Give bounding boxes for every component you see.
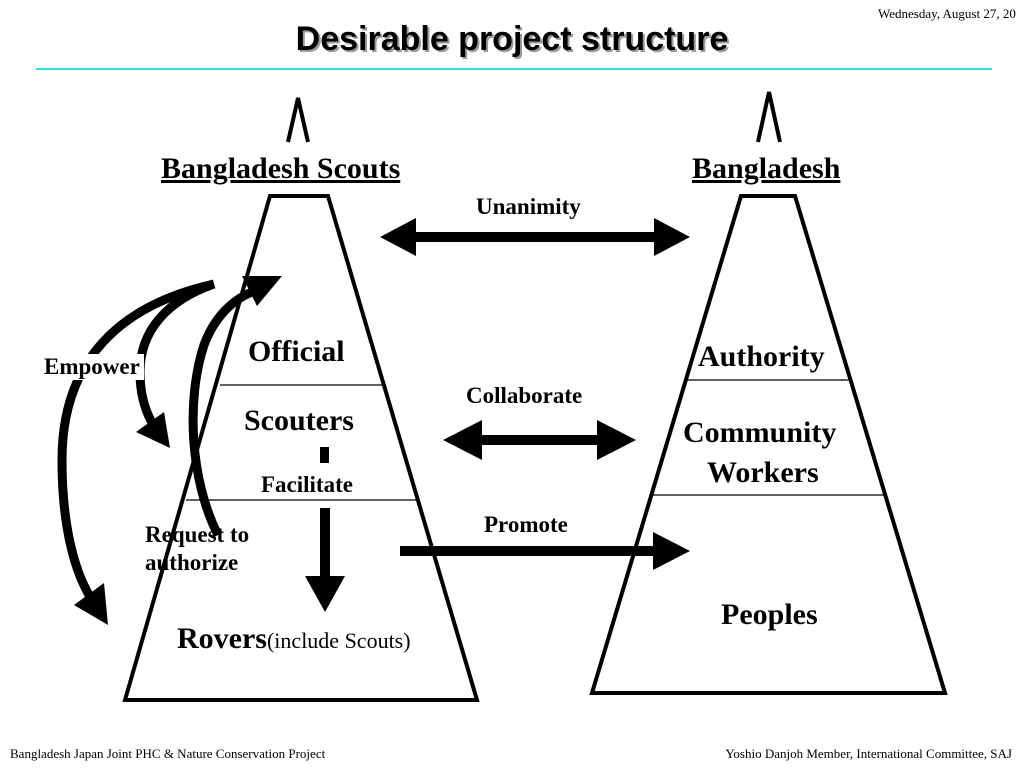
unanimity-arrow-right-head bbox=[654, 218, 690, 256]
rovers-label: Rovers bbox=[177, 622, 267, 655]
empower-arrow-outer-head bbox=[74, 583, 108, 625]
community-label-line2: Workers bbox=[707, 456, 819, 489]
facilitate-label: Facilitate bbox=[257, 472, 357, 498]
left-pyramid-title: Bangladesh Scouts bbox=[161, 152, 401, 185]
left-pyramid bbox=[122, 194, 480, 702]
empower-arrow-inner-head bbox=[136, 412, 170, 448]
promote-label: Promote bbox=[484, 512, 568, 537]
empower-label: Empower bbox=[40, 354, 144, 380]
collaborate-arrow-right-head bbox=[597, 420, 636, 460]
unanimity-arrow-left-head bbox=[380, 218, 416, 256]
request-label-line2: authorize bbox=[145, 550, 239, 575]
facilitate-connector-dash bbox=[320, 447, 329, 463]
promote-arrow-head bbox=[653, 532, 690, 570]
authority-label: Authority bbox=[698, 340, 825, 373]
rovers-label-group: Rovers(include Scouts) bbox=[177, 622, 411, 656]
facilitate-arrow-head bbox=[305, 576, 345, 612]
right-apex-caret bbox=[756, 91, 782, 143]
page-title: Desirable project structure bbox=[295, 20, 729, 58]
request-arrow bbox=[188, 287, 254, 538]
right-pyramid bbox=[589, 194, 948, 695]
unanimity-label: Unanimity bbox=[476, 194, 581, 219]
empower-arrow-outer bbox=[57, 279, 215, 603]
rovers-note: (include Scouts) bbox=[266, 628, 411, 653]
official-label: Official bbox=[248, 335, 345, 368]
right-pyramid-title: Bangladesh bbox=[692, 152, 841, 185]
collaborate-arrow-left-head bbox=[443, 420, 482, 460]
footer-left: Bangladesh Japan Joint PHC & Nature Cons… bbox=[10, 746, 326, 761]
date-stamp: Wednesday, August 27, 20 bbox=[878, 6, 1016, 21]
collaborate-label: Collaborate bbox=[466, 383, 583, 408]
community-label-line1: Community bbox=[683, 416, 837, 449]
peoples-label: Peoples bbox=[721, 598, 818, 631]
request-label-line1: Request to bbox=[145, 522, 250, 547]
footer-right: Yoshio Danjoh Member, International Comm… bbox=[725, 746, 1012, 761]
left-apex-caret bbox=[286, 97, 310, 143]
scouters-label: Scouters bbox=[244, 404, 354, 437]
request-arrow-head bbox=[242, 276, 282, 306]
